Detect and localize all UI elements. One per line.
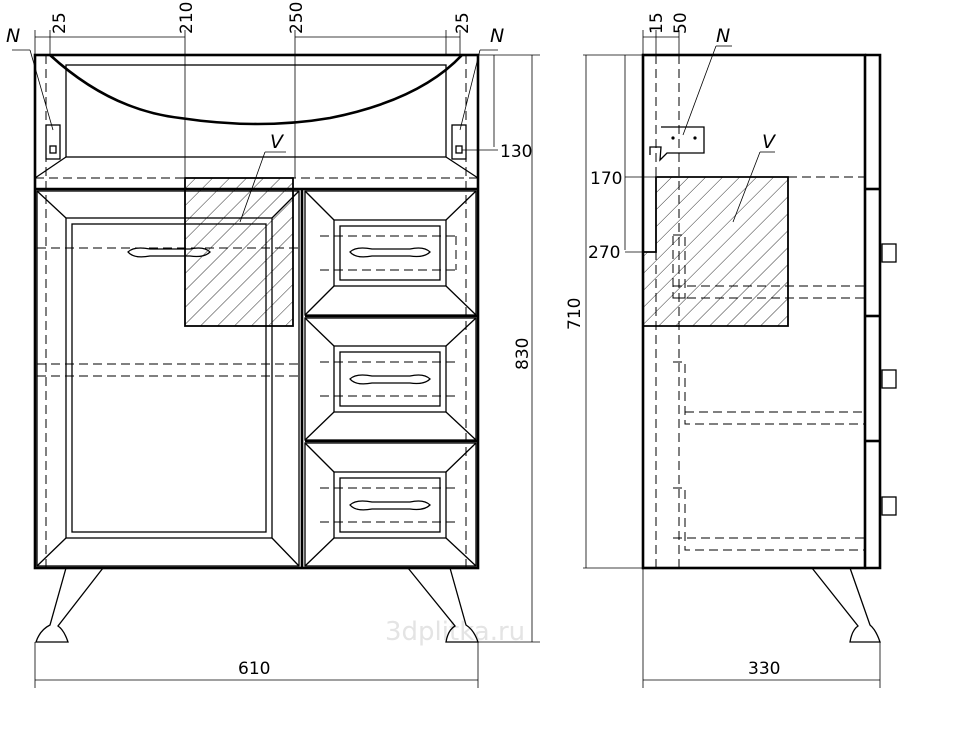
dim-210: 210 <box>177 2 197 34</box>
dim-250: 250 <box>287 2 307 34</box>
leg-left <box>35 567 104 643</box>
handle-side-3 <box>881 496 897 516</box>
mount-bracket-right <box>451 124 467 160</box>
dim-130: 130 <box>500 142 532 162</box>
handle-side-1 <box>881 243 897 263</box>
label-v-side: V <box>762 131 777 153</box>
front-dimensions <box>12 30 540 688</box>
front-view: 25 210 250 25 130 830 610 N N V <box>6 2 540 688</box>
door <box>36 190 300 567</box>
cutout-v-side <box>642 176 789 327</box>
leg-right <box>407 567 479 643</box>
sink-inner <box>65 64 447 158</box>
side-dimensions <box>583 30 881 688</box>
dim-50: 50 <box>671 12 691 34</box>
drawer-1 <box>304 190 477 316</box>
dim-610: 610 <box>238 659 270 679</box>
dim-25-right: 25 <box>453 12 473 34</box>
mount-bracket-side <box>649 126 705 162</box>
dim-170: 170 <box>590 169 622 189</box>
dim-330: 330 <box>748 659 780 679</box>
dim-25-left: 25 <box>50 12 70 34</box>
dim-830: 830 <box>513 338 533 370</box>
front-panel <box>865 53 882 570</box>
leg-side <box>811 567 881 643</box>
dim-710: 710 <box>565 298 585 330</box>
mount-bracket-left <box>45 124 61 160</box>
handle-side-2 <box>881 369 897 389</box>
dim-15: 15 <box>647 12 667 34</box>
label-n-left: N <box>6 25 20 47</box>
label-v-front: V <box>270 131 285 153</box>
drawer-3 <box>304 442 477 567</box>
label-n-side: N <box>716 25 730 47</box>
drawer-2 <box>304 317 477 441</box>
dim-270: 270 <box>588 243 620 263</box>
cutout-v <box>184 177 294 327</box>
side-view: 15 50 170 270 710 330 N V <box>565 12 897 688</box>
label-n-right: N <box>490 25 504 47</box>
sink-curve <box>49 54 463 126</box>
cabinet-outline <box>33 53 480 570</box>
